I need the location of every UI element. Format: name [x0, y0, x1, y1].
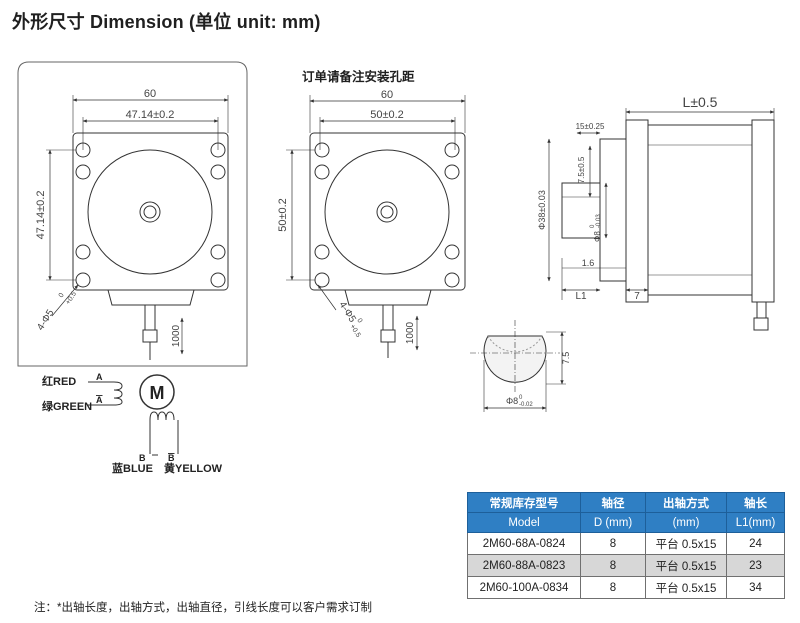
wire-yellow-label: 黄YELLOW — [164, 461, 223, 475]
side-shaft-dia-label: Φ8 — [593, 231, 602, 242]
side-boss-height-label: 1.6 — [582, 258, 595, 268]
cell-shaft-type: 平台 0.5x15 — [645, 576, 727, 599]
d1-width-label: 60 — [144, 88, 156, 100]
customization-note: 注：*出轴长度，出轴方式，出轴直径，引线长度可以客户需求订制 — [34, 602, 372, 614]
wire-b-bar-label: B — [168, 453, 175, 463]
cell-length: 24 — [726, 532, 785, 555]
page-title: 外形尺寸 Dimension (单位 unit: mm) — [12, 12, 321, 32]
cell-diameter: 8 — [580, 532, 646, 555]
side-length-label: L±0.5 — [683, 94, 718, 110]
section-dia-label: Φ8 — [506, 396, 518, 406]
wire-red-label: 红RED — [42, 374, 76, 388]
table-row: 2M60-68A-0824 8 平台 0.5x15 24 — [467, 532, 785, 555]
header-length-cn: 轴长 — [726, 492, 785, 513]
front-view-1 — [17, 61, 248, 367]
shaft-section — [470, 320, 566, 412]
d2-lead-length-label: 1000 — [405, 321, 416, 344]
d2-hole-tol-bottom: +0.5 — [348, 323, 361, 339]
side-l1-label: L1 — [575, 291, 587, 302]
wire-b-label: B — [139, 453, 146, 463]
d1-vertical-spacing-label: 47.14±0.2 — [35, 191, 47, 240]
side-boss-width-label: 15±0.25 — [576, 122, 605, 131]
motor-symbol-label: M — [150, 383, 165, 403]
d2-hole-tol-top: 0 — [355, 317, 363, 324]
cell-shaft-type: 平台 0.5x15 — [645, 554, 727, 577]
d2-hole-spacing-label: 50±0.2 — [370, 109, 404, 121]
section-dia-tol-top: 0 — [519, 395, 523, 401]
table-header-row-cn: 常规库存型号 轴径 出轴方式 轴长 — [467, 492, 785, 513]
section-dia-tol-bottom: -0.02 — [519, 402, 533, 408]
table-header-row-en: Model D (mm) (mm) L1(mm) — [467, 512, 785, 533]
stock-model-table: 常规库存型号 轴径 出轴方式 轴长 Model D (mm) (mm) L1(m… — [467, 492, 785, 599]
d1-hole-label: 4-Φ5 — [35, 307, 56, 332]
side-shaft-tol-bottom: -0.03 — [596, 214, 602, 228]
wire-green-label: 绿GREEN — [42, 399, 92, 413]
front-view-2 — [286, 95, 466, 358]
d1-hole-tol-top: 0 — [58, 292, 66, 299]
cell-length: 23 — [726, 554, 785, 577]
cell-diameter: 8 — [580, 554, 646, 577]
cell-shaft-type: 平台 0.5x15 — [645, 532, 727, 555]
wire-a-bar-label: A — [96, 395, 103, 405]
wire-a-label: A — [96, 372, 103, 382]
table-row: 2M60-88A-0823 8 平台 0.5x15 23 — [467, 554, 785, 577]
header-diameter-cn: 轴径 — [580, 492, 646, 513]
wire-blue-label: 蓝BLUE — [112, 461, 153, 475]
cell-length: 34 — [726, 576, 785, 599]
header-model-en: Model — [467, 512, 581, 533]
d2-vertical-spacing-label: 50±0.2 — [277, 198, 289, 232]
d1-hole-spacing-label: 47.14±0.2 — [126, 109, 175, 121]
header-model-cn: 常规库存型号 — [467, 492, 581, 513]
cell-model: 2M60-68A-0824 — [467, 532, 581, 555]
d1-lead-length-label: 1000 — [171, 324, 182, 347]
d1-hole-tol-bottom: +0.5 — [65, 291, 78, 307]
wiring-diagram — [88, 374, 179, 456]
header-diameter-en: D (mm) — [580, 512, 646, 533]
side-shaft-tol-top: 0 — [590, 224, 596, 228]
header-length-en: L1(mm) — [726, 512, 785, 533]
cell-model: 2M60-88A-0823 — [467, 554, 581, 577]
side-boss-dia-label: Φ38±0.03 — [537, 190, 547, 230]
d2-hole-label: 4-Φ5 — [336, 300, 357, 325]
cell-diameter: 8 — [580, 576, 646, 599]
header-shaft-type-cn: 出轴方式 — [645, 492, 727, 513]
d2-width-label: 60 — [381, 89, 393, 101]
side-view — [547, 108, 775, 331]
side-flat-label: 7.5±0.5 — [577, 156, 586, 183]
header-shaft-type-en: (mm) — [645, 512, 727, 533]
order-note-heading: 订单请备注安装孔距 — [302, 70, 415, 84]
cell-model: 2M60-100A-0834 — [467, 576, 581, 599]
table-row: 2M60-100A-0834 8 平台 0.5x15 34 — [467, 576, 785, 599]
side-flange-label: 7 — [634, 291, 640, 302]
section-flat-label: 7.5 — [561, 352, 571, 365]
